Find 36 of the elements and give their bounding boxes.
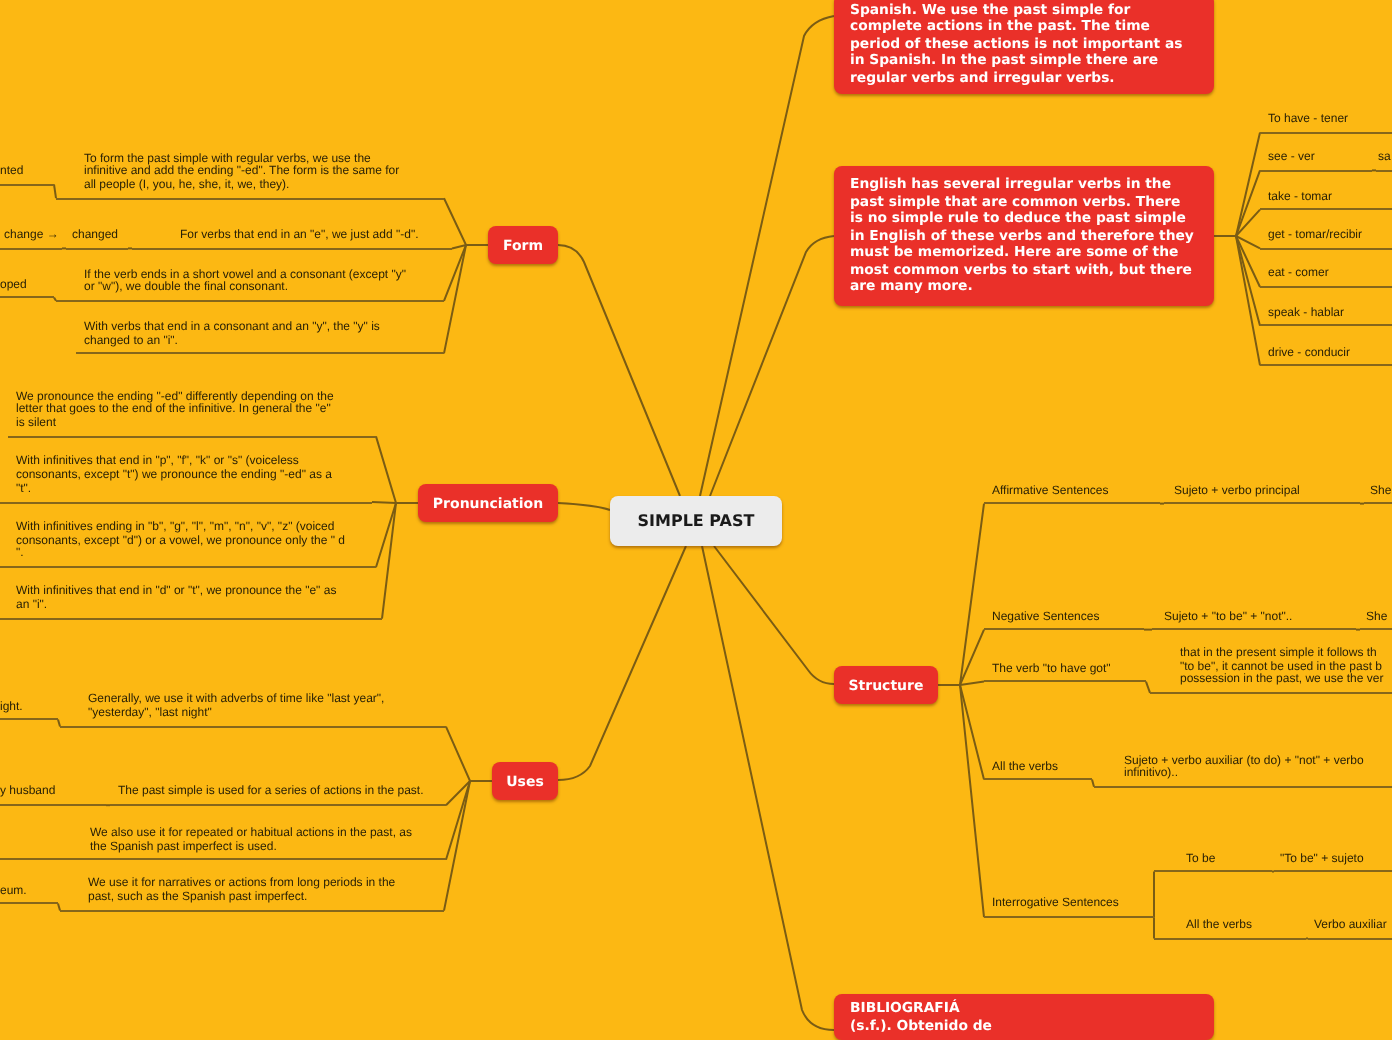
central-topic-box <box>610 496 782 546</box>
branch-box <box>488 226 558 264</box>
connector-line <box>713 545 835 685</box>
central-topic-label: SIMPLE PAST <box>637 512 755 530</box>
connector-line <box>1159 502 1165 505</box>
connector-line <box>557 545 687 781</box>
connector-line <box>557 502 611 511</box>
connector-line <box>1355 628 1361 631</box>
connector-line <box>61 247 67 250</box>
branch-box <box>492 762 558 800</box>
connector-line <box>699 15 835 497</box>
connector-line <box>1359 502 1365 505</box>
connector-line <box>127 247 133 250</box>
connector-line <box>1153 916 1155 940</box>
connector-line <box>1213 235 1261 367</box>
connector-line <box>105 804 111 807</box>
connector-line <box>1153 870 1155 919</box>
connector-line <box>443 780 493 912</box>
connector-line <box>1145 680 1151 694</box>
connector-line <box>53 183 57 200</box>
connector-line <box>53 296 57 302</box>
connector-line <box>1143 628 1153 631</box>
branch-box <box>418 484 558 522</box>
connector-line <box>937 684 985 919</box>
connector-line <box>1091 778 1095 788</box>
connector-line <box>1371 169 1377 172</box>
connector-line <box>57 902 61 912</box>
branch-box <box>834 666 938 704</box>
connector-line <box>57 718 61 728</box>
connector-line <box>709 235 835 497</box>
connector-line <box>557 244 681 497</box>
note-box <box>834 166 1214 306</box>
note-box <box>834 994 1214 1040</box>
connector-line <box>381 502 419 620</box>
connector-line <box>701 545 835 1031</box>
note-box <box>834 0 1214 94</box>
